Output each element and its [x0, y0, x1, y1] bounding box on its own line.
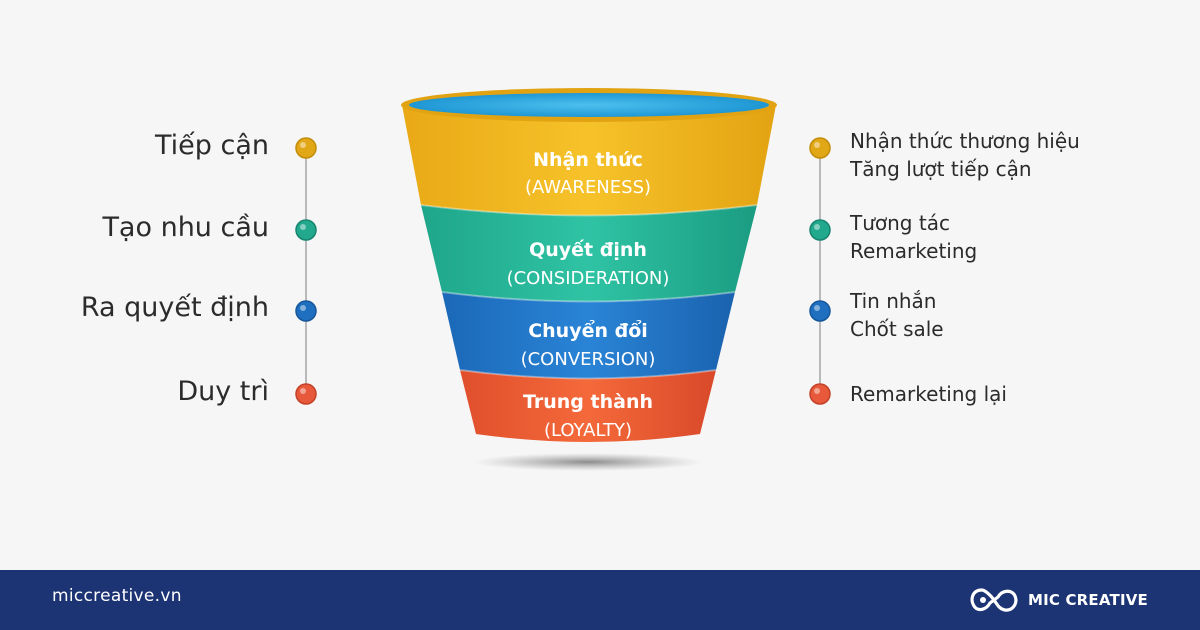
- left-label-retention: Duy trì: [177, 376, 269, 407]
- right-label-conversion: Tin nhắn Chốt sale: [850, 287, 944, 343]
- right-label-line: Remarketing lại: [850, 382, 1007, 406]
- right-label-consideration: Tương tác Remarketing: [850, 209, 977, 265]
- right-label-line: Tin nhắn: [850, 289, 937, 313]
- left-label-decision: Ra quyết định: [80, 292, 269, 323]
- right-label-line: Tương tác: [850, 211, 950, 235]
- footer-bar: miccreative.vn MIC CREATIVE: [0, 570, 1200, 630]
- stage-loyalty-subtitle: (LOYALTY): [544, 420, 632, 441]
- right-dot-2: [809, 219, 831, 241]
- stage-loyalty-title: Trung thành: [523, 391, 653, 413]
- mic-creative-logo-icon: [970, 588, 1018, 612]
- left-dot-3: [295, 300, 317, 322]
- right-dot-3: [809, 300, 831, 322]
- stage-conversion-title: Chuyển đổi: [528, 319, 648, 342]
- right-label-awareness: Nhận thức thương hiệu Tăng lượt tiếp cận: [850, 127, 1080, 183]
- right-label-line: Remarketing: [850, 239, 978, 263]
- funnel-shadow: [473, 453, 703, 471]
- brand-name: MIC CREATIVE: [1027, 591, 1148, 609]
- right-label-line: Chốt sale: [850, 317, 944, 341]
- funnel-stage-consideration: [421, 205, 757, 302]
- left-dot-4: [295, 383, 317, 405]
- website-link[interactable]: miccreative.vn: [52, 586, 182, 606]
- funnel-stage-loyalty: [460, 370, 716, 442]
- funnel-stage-awareness: [402, 105, 776, 216]
- stage-consideration-subtitle: (CONSIDERATION): [507, 268, 670, 289]
- funnel-opening: [409, 93, 769, 117]
- right-label-loyalty: Remarketing lại: [850, 380, 1007, 408]
- sales-funnel: Nhận thức (AWARENESS) Quyết định (CONSID…: [401, 88, 777, 471]
- stage-awareness-title: Nhận thức: [533, 149, 643, 171]
- left-label-reach: Tiếp cận: [155, 130, 269, 161]
- stage-awareness-subtitle: (AWARENESS): [525, 177, 651, 198]
- left-dot-2: [295, 219, 317, 241]
- right-label-line: Tăng lượt tiếp cận: [850, 157, 1032, 181]
- timeline-connectors: [295, 137, 831, 405]
- left-dot-1: [295, 137, 317, 159]
- stage-consideration-title: Quyết định: [529, 238, 647, 261]
- brand: MIC CREATIVE: [968, 584, 1148, 616]
- right-label-line: Nhận thức thương hiệu: [850, 129, 1080, 153]
- stage-conversion-subtitle: (CONVERSION): [521, 349, 656, 370]
- funnel-diagram: Nhận thức (AWARENESS) Quyết định (CONSID…: [80, 88, 1080, 471]
- funnel-stage-conversion: [442, 292, 735, 379]
- right-dot-4: [809, 383, 831, 405]
- left-label-create-demand: Tạo nhu cầu: [102, 212, 269, 243]
- right-dot-1: [809, 137, 831, 159]
